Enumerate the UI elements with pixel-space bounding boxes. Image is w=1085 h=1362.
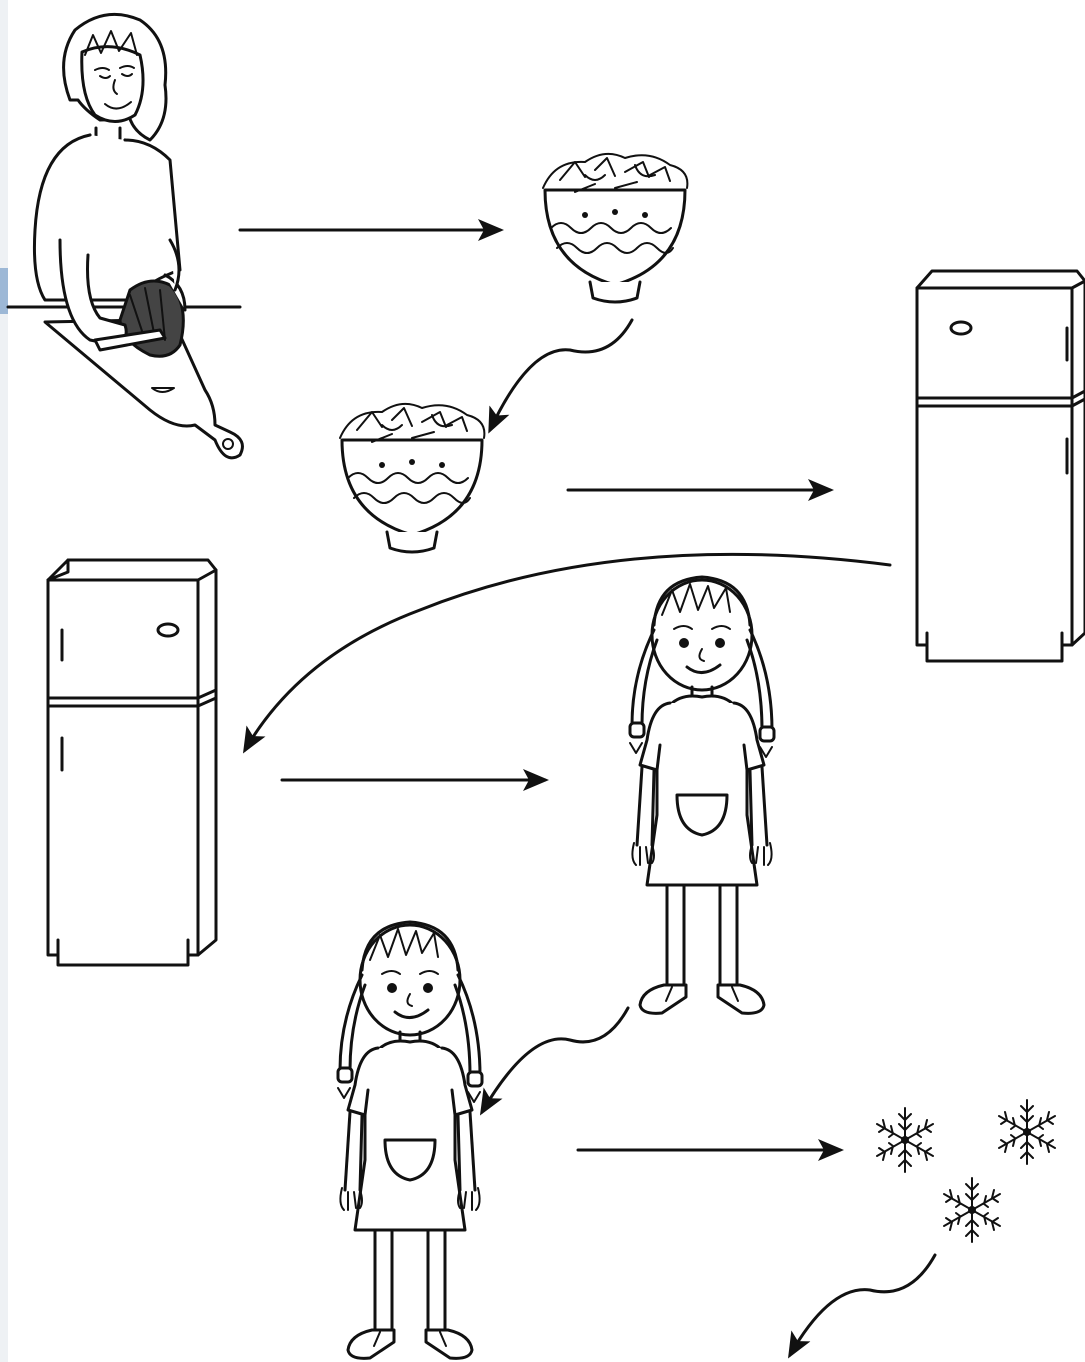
snowflake-icon [876, 1099, 1056, 1243]
refrigerator-icon [915, 269, 1085, 663]
wavy-arrow-1 [488, 318, 634, 434]
wavy-arrow-3 [788, 1253, 937, 1359]
edge-tab [0, 268, 8, 314]
refrigerator-icon [46, 558, 218, 967]
woman-cutting-vegetables-icon [6, 12, 244, 460]
curved-arrow [242, 552, 892, 754]
wavy-arrow-2 [479, 1006, 630, 1116]
salad-bowl-icon [541, 152, 689, 304]
edge-strip [0, 0, 8, 1362]
girl-icon [336, 920, 484, 1360]
girl-icon [628, 575, 776, 1015]
salad-bowl-icon [338, 402, 486, 554]
